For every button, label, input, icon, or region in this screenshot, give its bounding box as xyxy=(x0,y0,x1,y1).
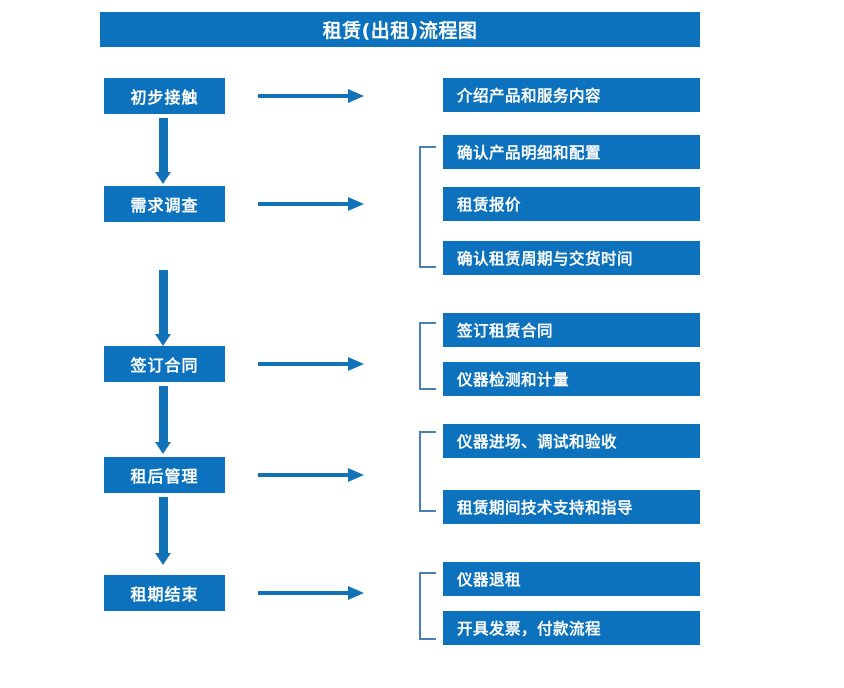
detail-box-3-2[interactable]: 仪器检测和计量 xyxy=(443,362,700,396)
arrow-right-icon-3 xyxy=(258,357,364,371)
group-bracket-5 xyxy=(419,572,436,640)
detail-box-4-1[interactable]: 仪器进场、调试和验收 xyxy=(443,424,700,458)
arrow-right-icon-4 xyxy=(258,468,364,482)
arrow-head xyxy=(348,468,364,482)
detail-box-2-3[interactable]: 确认租赁周期与交货时间 xyxy=(443,241,700,275)
arrow-head xyxy=(348,89,364,103)
arrow-head xyxy=(155,334,171,346)
arrow-right-icon-1 xyxy=(258,89,364,103)
arrow-head xyxy=(155,553,171,565)
arrow-shaft xyxy=(258,591,350,595)
arrow-head xyxy=(348,357,364,371)
stage-box-3[interactable]: 签订合同 xyxy=(104,346,225,382)
detail-box-2-2[interactable]: 租赁报价 xyxy=(443,187,700,221)
diagram-title: 租赁(出租)流程图 xyxy=(100,12,700,47)
arrow-shaft xyxy=(159,497,168,553)
arrow-shaft xyxy=(159,386,168,442)
detail-box-5-1[interactable]: 仪器退租 xyxy=(443,562,700,596)
arrow-shaft xyxy=(258,473,350,477)
detail-box-3-1[interactable]: 签订租赁合同 xyxy=(443,313,700,347)
arrow-shaft xyxy=(159,118,168,172)
arrow-right-icon-2 xyxy=(258,197,364,211)
group-bracket-2 xyxy=(419,146,436,268)
stage-box-5[interactable]: 租期结束 xyxy=(104,575,225,611)
arrow-shaft xyxy=(258,202,350,206)
stage-box-4[interactable]: 租后管理 xyxy=(104,457,225,493)
arrow-head xyxy=(155,172,171,184)
stage-box-2[interactable]: 需求调查 xyxy=(104,186,225,222)
arrow-down-icon-2 xyxy=(155,270,172,346)
arrow-head xyxy=(155,442,171,454)
arrow-down-icon-3 xyxy=(155,386,172,454)
arrow-right-icon-5 xyxy=(258,586,364,600)
stage-box-1[interactable]: 初步接触 xyxy=(104,78,225,114)
detail-box-2-1[interactable]: 确认产品明细和配置 xyxy=(443,135,700,169)
detail-box-5-2[interactable]: 开具发票，付款流程 xyxy=(443,611,700,645)
arrow-shaft xyxy=(159,270,168,334)
arrow-shaft xyxy=(258,94,350,98)
arrow-down-icon-1 xyxy=(155,118,172,184)
arrow-shaft xyxy=(258,362,350,366)
detail-box-1-1[interactable]: 介绍产品和服务内容 xyxy=(443,78,700,112)
arrow-head xyxy=(348,197,364,211)
arrow-down-icon-4 xyxy=(155,497,172,565)
detail-box-4-2[interactable]: 租赁期间技术支持和指导 xyxy=(443,490,700,524)
group-bracket-4 xyxy=(419,431,436,512)
arrow-head xyxy=(348,586,364,600)
group-bracket-3 xyxy=(419,322,436,390)
